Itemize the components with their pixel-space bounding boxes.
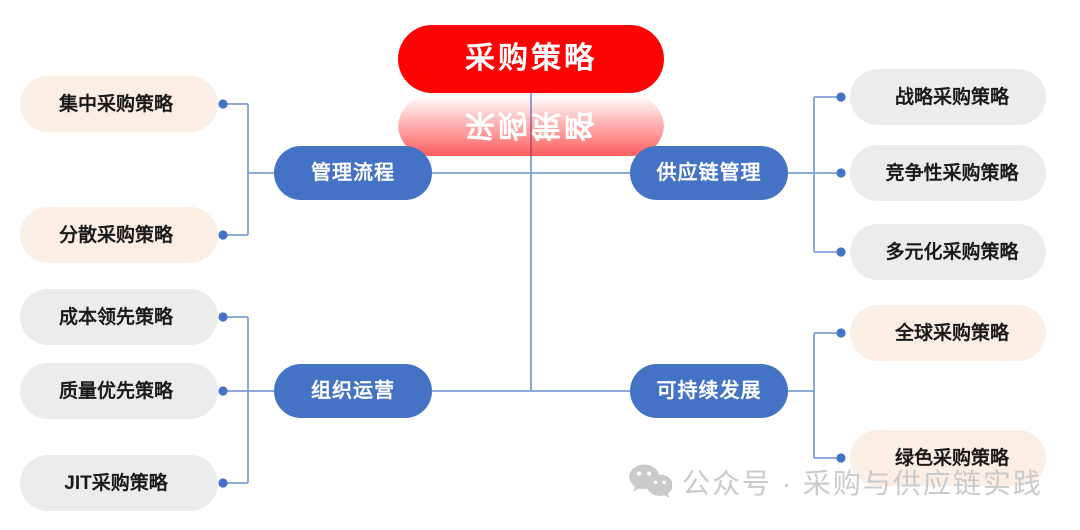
branch-label: 组织运营	[311, 380, 395, 402]
leaf-label: 全球采购策略	[894, 322, 1009, 344]
leaf-node-global-procurement[interactable]: 全球采购策略	[850, 305, 1046, 361]
root-node-label: 采购策略	[465, 42, 597, 75]
leaf-node-quality-first[interactable]: 质量优先策略	[20, 363, 218, 419]
dot-leaf-jit	[218, 478, 228, 488]
dot-leaf-global	[836, 328, 846, 338]
leaf-label: 竞争性采购策略	[885, 162, 1019, 184]
leaf-label: JIT采购策略	[64, 472, 168, 494]
watermark-text: 公众号 · 采购与供应链实践	[682, 468, 1043, 499]
leaf-label: 质量优先策略	[58, 380, 173, 402]
branch-node-organizational-operations[interactable]: 组织运营	[274, 364, 432, 418]
leaf-label: 多元化采购策略	[885, 241, 1019, 263]
wechat-icon	[629, 464, 672, 498]
leaf-node-diversified-procurement[interactable]: 多元化采购策略	[850, 224, 1046, 280]
leaf-node-jit-procurement[interactable]: JIT采购策略	[20, 455, 218, 511]
leaf-node-green-procurement[interactable]: 绿色采购策略	[850, 430, 1046, 486]
leaf-node-strategic-procurement[interactable]: 战略采购策略	[850, 69, 1046, 125]
dot-leaf-green	[836, 453, 846, 463]
leaf-node-competitive-procurement[interactable]: 竞争性采购策略	[850, 145, 1046, 201]
branch-label: 管理流程	[311, 162, 395, 184]
branch-label: 可持续发展	[656, 380, 762, 402]
dot-leaf-centralized	[218, 99, 228, 109]
branch-node-sustainable-development[interactable]: 可持续发展	[630, 364, 788, 418]
dot-leaf-diversified	[836, 247, 846, 257]
watermark: 公众号 · 采购与供应链实践	[628, 462, 1043, 502]
dot-leaf-strategic	[836, 92, 846, 102]
leaf-label: 集中采购策略	[58, 93, 173, 115]
leaf-label: 战略采购策略	[894, 86, 1009, 108]
branch-label: 供应链管理	[656, 162, 762, 184]
dot-leaf-cost-leadership	[218, 312, 228, 322]
leaf-node-decentralized-procurement[interactable]: 分散采购策略	[20, 207, 218, 263]
dot-leaf-quality-first	[218, 386, 228, 396]
root-node-reflection: 采购策略	[398, 94, 664, 156]
leaf-node-cost-leadership[interactable]: 成本领先策略	[20, 289, 218, 345]
leaf-label: 绿色采购策略	[894, 447, 1009, 469]
branch-node-management-process[interactable]: 管理流程	[274, 146, 432, 200]
root-node-purchasing-strategy[interactable]: 采购策略	[398, 25, 664, 93]
leaf-label: 成本领先策略	[58, 306, 173, 328]
dot-leaf-decentralized	[218, 230, 228, 240]
dot-leaf-competitive	[836, 168, 846, 178]
leaf-label: 分散采购策略	[58, 224, 173, 246]
root-reflection-label: 采购策略	[465, 108, 597, 141]
leaf-node-centralized-procurement[interactable]: 集中采购策略	[20, 76, 218, 132]
branch-node-supply-chain-management[interactable]: 供应链管理	[630, 146, 788, 200]
